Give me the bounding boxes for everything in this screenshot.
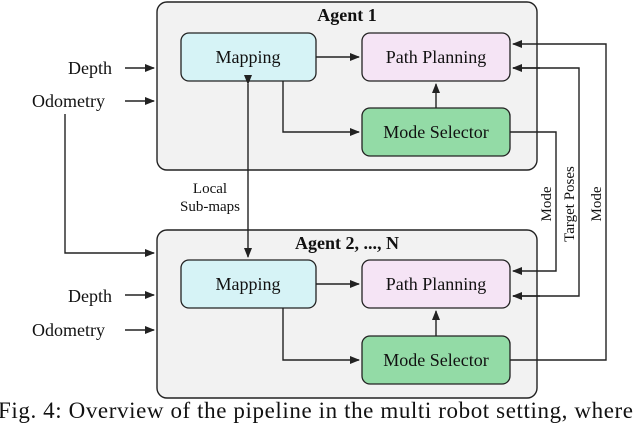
edge-mode-2-to-path-1 [510, 40, 607, 361]
edge-mapping-to-mode-2 [282, 308, 360, 364]
edge-odometry-1-to-agent-2 [64, 114, 155, 257]
mode-left-label: Mode [539, 186, 555, 221]
agent-2-path-planning-node [361, 259, 511, 309]
edge-mode-1-to-path-2 [510, 131, 557, 275]
agent-2-title: Agent 2, ..., N [295, 233, 399, 253]
agent-1-odometry-label: Odometry [32, 91, 105, 111]
agent-1-path-planning-label: Path Planning [386, 47, 487, 67]
agent-2-depth-label: Depth [68, 286, 112, 306]
edge-mapping-to-mode-1 [282, 81, 360, 136]
agent-2-mapping-label: Mapping [216, 274, 281, 294]
agent-2-odometry-label: Odometry [32, 320, 105, 340]
agent-1-mode-selector-label: Mode Selector [383, 122, 488, 142]
local-submaps-label-line1: Local [193, 181, 227, 197]
agent-2-path-planning-label: Path Planning [386, 274, 487, 294]
agent-1-depth-label: Depth [68, 58, 112, 78]
agent-2-mode-selector-label: Mode Selector [383, 350, 488, 370]
target-poses-label: Target Poses [562, 166, 578, 242]
agent-1-mapping-label: Mapping [216, 47, 281, 67]
mode-right-label: Mode [589, 186, 605, 221]
agent-1-title: Agent 1 [317, 5, 377, 25]
agent-1-path-planning-node [361, 32, 511, 82]
local-submaps-label-line2: Sub-maps [180, 199, 240, 215]
figure-caption: Fig. 4: Overview of the pipeline in the … [0, 398, 634, 423]
edge-target-poses [513, 67, 580, 297]
